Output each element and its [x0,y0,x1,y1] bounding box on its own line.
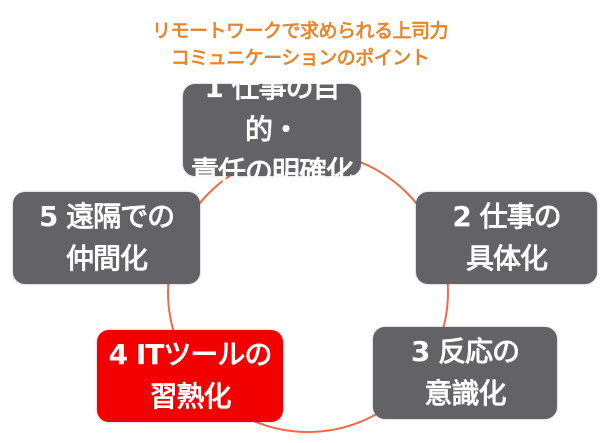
point-4-line-1: 4 ITツールの [108,338,273,371]
point-2-line-1: 2 仕事の [452,200,561,233]
point-3-box: 3 反応の 意識化 [373,327,557,419]
point-5-line-1: 5 遠隔での [38,200,175,233]
point-5-box: 5 遠隔での 仲間化 [13,192,200,284]
point-3-line-1: 3 反応の [410,335,520,368]
point-1-line-1: 1 仕事の目的・ [204,71,340,146]
title-line-1: リモートワークで求められる上司力 [151,20,449,42]
point-4-line-2: 習熟化 [149,380,231,413]
point-5-line-2: 仲間化 [65,242,148,275]
point-1-line-2: 責任の明確化 [190,155,354,188]
point-2-line-2: 具体化 [465,242,548,275]
point-1-box: 1 仕事の目的・ 責任の明確化 [183,71,361,188]
diagram-title: リモートワークで求められる上司力 コミュニケーションのポイント [0,18,600,72]
point-4-box-highlighted: 4 ITツールの 習熟化 [97,330,283,422]
title-line-2: コミュニケーションのポイント [170,47,430,69]
point-3-line-2: 意識化 [424,377,506,410]
point-2-box: 2 仕事の 具体化 [416,192,597,284]
